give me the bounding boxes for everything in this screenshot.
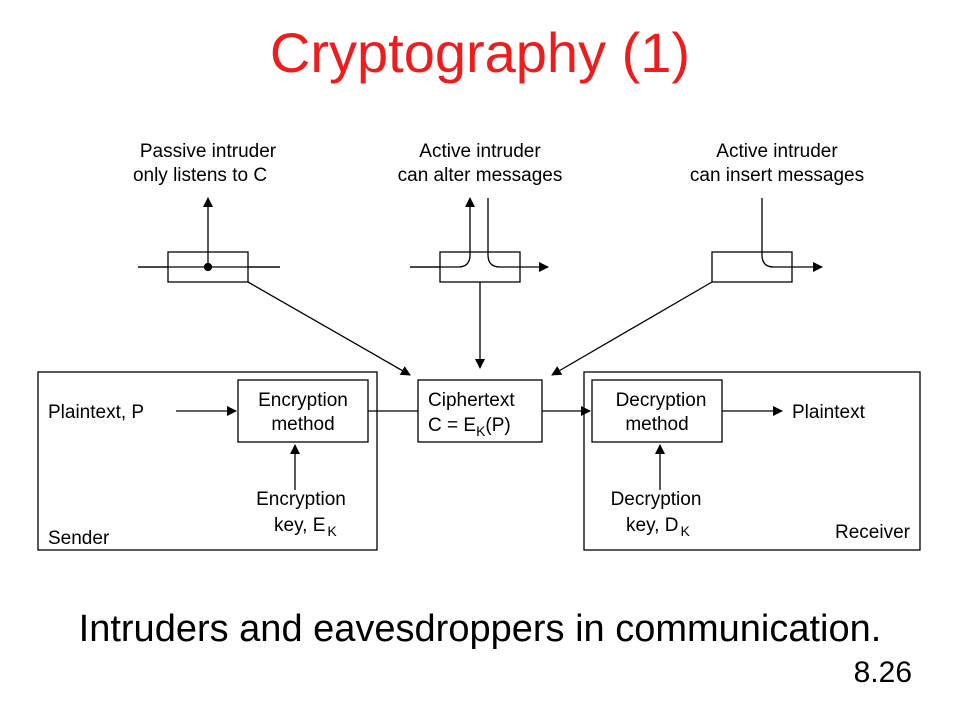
ciphertext-line1: Ciphertext xyxy=(428,390,515,411)
svg-text:Active intruder: Active intruder xyxy=(419,141,541,162)
encryption-method-line2: method xyxy=(271,414,334,435)
plaintext-output-label: Plaintext xyxy=(792,402,866,423)
svg-text:only listens to C: only listens to C xyxy=(133,165,267,186)
encryption-key-line1: Encryption xyxy=(256,489,346,510)
sender-box xyxy=(37,371,378,551)
passive-intruder-tap xyxy=(138,197,411,376)
ciphertext-line2: C = EK(P) xyxy=(428,415,511,439)
active-alter-intruder-tap xyxy=(410,197,549,369)
svg-text:can insert messages: can insert messages xyxy=(690,165,864,186)
slide-title: Cryptography (1) xyxy=(269,21,691,84)
active-insert-intruder-label: Active intruder can insert messages xyxy=(690,141,864,186)
slide-number: 8.26 xyxy=(853,656,912,689)
plaintext-input-label: Plaintext, P xyxy=(48,402,144,423)
active-insert-intruder-tap xyxy=(551,198,823,376)
receiver-label: Receiver xyxy=(835,522,911,543)
decryption-method-line2: method xyxy=(625,414,688,435)
active-alter-intruder-label: Active intruder can alter messages xyxy=(398,141,563,186)
decryption-key-line1: Decryption xyxy=(611,489,702,510)
svg-text:Passive intruder: Passive intruder xyxy=(140,141,277,162)
sender-label: Sender xyxy=(48,528,110,549)
receiver-box xyxy=(583,371,921,551)
encryption-method-line1: Encryption xyxy=(258,390,348,411)
svg-text:can alter messages: can alter messages xyxy=(398,165,563,186)
svg-text:Active intruder: Active intruder xyxy=(716,141,838,162)
slide-caption: Intruders and eavesdroppers in communica… xyxy=(78,608,882,650)
decryption-method-line1: Decryption xyxy=(616,390,707,411)
passive-intruder-label: Passive intruder only listens to C xyxy=(133,141,277,186)
